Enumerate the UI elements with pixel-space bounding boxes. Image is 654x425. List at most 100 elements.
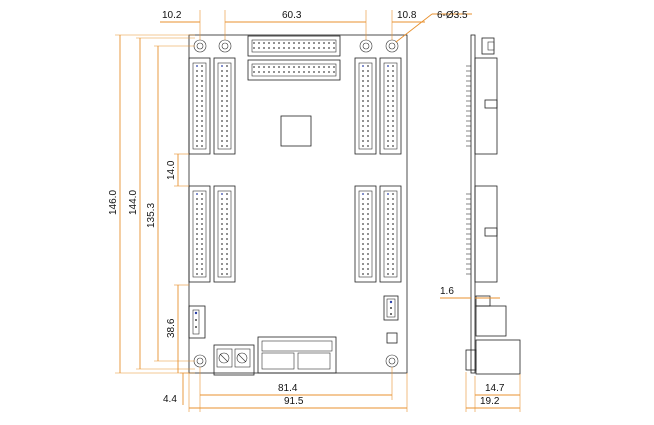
- header-pin: [221, 198, 223, 200]
- small-square-pad: [386, 332, 398, 344]
- header-pin: [196, 193, 198, 195]
- terminal-block: [213, 344, 255, 376]
- header-pin: [196, 70, 198, 72]
- header-pin: [333, 66, 335, 68]
- header-pin: [201, 75, 203, 77]
- header-pin: [392, 253, 394, 255]
- header-pin: [278, 71, 280, 73]
- header-pin: [201, 213, 203, 215]
- header-pin: [387, 218, 389, 220]
- header-pin: [253, 66, 255, 68]
- center-chip: [280, 115, 312, 147]
- header-pin: [392, 233, 394, 235]
- header-pin: [201, 233, 203, 235]
- header-pin: [392, 140, 394, 142]
- header-pin: [201, 80, 203, 82]
- header-pin: [201, 85, 203, 87]
- header-pin: [392, 238, 394, 240]
- header-pin: [196, 130, 198, 132]
- dim-thickness: 1.6: [440, 286, 454, 297]
- header-pin: [226, 65, 228, 67]
- header-pin: [226, 70, 228, 72]
- header-pin: [303, 47, 305, 49]
- header-pin: [387, 263, 389, 265]
- header-pin: [263, 47, 265, 49]
- side-small-connector: [475, 295, 491, 307]
- header-pin: [313, 42, 315, 44]
- header-pin: [392, 115, 394, 117]
- header-pin: [367, 110, 369, 112]
- header-pin: [308, 66, 310, 68]
- header-pin: [367, 263, 369, 265]
- header-pin: [273, 47, 275, 49]
- mounting-hole: [193, 354, 207, 368]
- header-pin: [392, 145, 394, 147]
- header-pin: [392, 105, 394, 107]
- mounting-hole: [193, 39, 207, 53]
- header-pin: [196, 243, 198, 245]
- header-pin: [387, 213, 389, 215]
- header-pin: [201, 238, 203, 240]
- header-pin: [362, 135, 364, 137]
- header-pin: [328, 47, 330, 49]
- header-pin: [387, 100, 389, 102]
- header-pin: [201, 70, 203, 72]
- header-pin: [387, 208, 389, 210]
- header-pin: [362, 213, 364, 215]
- header-pin: [221, 253, 223, 255]
- header-pin: [196, 85, 198, 87]
- header-pin: [387, 135, 389, 137]
- header-pin: [362, 243, 364, 245]
- header-pin: [226, 223, 228, 225]
- header-pin: [293, 42, 295, 44]
- header-pin: [263, 71, 265, 73]
- header-pin: [362, 248, 364, 250]
- header-pin: [387, 238, 389, 240]
- header-pin: [201, 253, 203, 255]
- header-pin: [196, 90, 198, 92]
- header-pin: [201, 90, 203, 92]
- header-pin: [221, 90, 223, 92]
- header-pin: [367, 85, 369, 87]
- header-pin: [221, 105, 223, 107]
- header-pin: [392, 135, 394, 137]
- header-left-top-a: [188, 57, 211, 155]
- header-pin: [283, 47, 285, 49]
- header-pin: [273, 42, 275, 44]
- header-pin: [226, 100, 228, 102]
- dim-spacing-14: 14.0: [166, 160, 177, 180]
- header-pin: [201, 110, 203, 112]
- header-pin: [387, 258, 389, 260]
- header-pin: [201, 193, 203, 195]
- header-pin: [392, 228, 394, 230]
- header-pin: [362, 208, 364, 210]
- header-pin: [387, 140, 389, 142]
- header-pin: [308, 71, 310, 73]
- header-pin: [221, 263, 223, 265]
- header-pin: [367, 100, 369, 102]
- header-pin: [201, 198, 203, 200]
- header-pin: [387, 125, 389, 127]
- header-pin: [293, 66, 295, 68]
- header-pin: [288, 71, 290, 73]
- dim-top-left: 10.2: [162, 10, 182, 21]
- header-pin: [221, 268, 223, 270]
- header-pin: [196, 80, 198, 82]
- header-pin: [201, 248, 203, 250]
- header-pin: [258, 42, 260, 44]
- header-pin: [392, 273, 394, 275]
- header-pin: [201, 105, 203, 107]
- header-pin: [367, 90, 369, 92]
- header-pin: [367, 203, 369, 205]
- header-pin: [263, 42, 265, 44]
- header-pin: [226, 228, 228, 230]
- header-pin: [293, 71, 295, 73]
- header-pin: [226, 243, 228, 245]
- header-pin: [196, 105, 198, 107]
- header-pin: [226, 268, 228, 270]
- dim-height-146: 146.0: [108, 190, 119, 215]
- header-pin: [318, 47, 320, 49]
- header-pin: [226, 130, 228, 132]
- header-pin: [226, 258, 228, 260]
- header-pin: [392, 75, 394, 77]
